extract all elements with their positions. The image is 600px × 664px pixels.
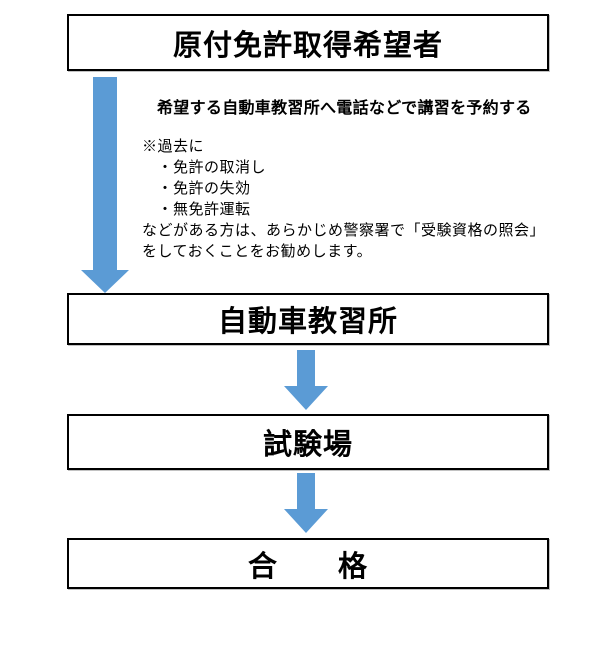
caution-note: ※過去に ・免許の取消し ・免許の失効 ・無免許運転 などがある方は、あらかじめ…: [142, 136, 545, 262]
reservation-instruction: 希望する自動車教習所へ電話などで講習を予約する: [157, 100, 532, 117]
long-down-arrow-icon: [81, 77, 129, 293]
caution-line-6: をしておくことをお勧めします。: [142, 243, 373, 260]
caution-line-1: ※過去に: [142, 138, 205, 155]
flow-box-pass-label: 合 格: [247, 550, 368, 583]
caution-line-3: ・免許の失効: [142, 180, 251, 197]
down-arrow-icon: [284, 350, 328, 410]
flow-box-driving-school: 自動車教習所: [67, 293, 549, 345]
caution-line-5: などがある方は、あらかじめ警察署で「受験資格の照会」: [142, 222, 546, 239]
caution-line-2: ・免許の取消し: [142, 159, 267, 176]
caution-line-4: ・無免許運転: [142, 201, 251, 218]
flow-box-pass: 合 格: [67, 538, 549, 589]
flow-box-driving-school-label: 自動車教習所: [217, 306, 398, 338]
flow-box-applicant-label: 原付免許取得希望者: [172, 29, 443, 62]
flow-box-applicant: 原付免許取得希望者: [67, 14, 549, 71]
flow-box-test-site-label: 試験場: [262, 429, 353, 461]
down-arrow-icon: [284, 473, 328, 533]
flow-box-test-site: 試験場: [67, 414, 549, 470]
